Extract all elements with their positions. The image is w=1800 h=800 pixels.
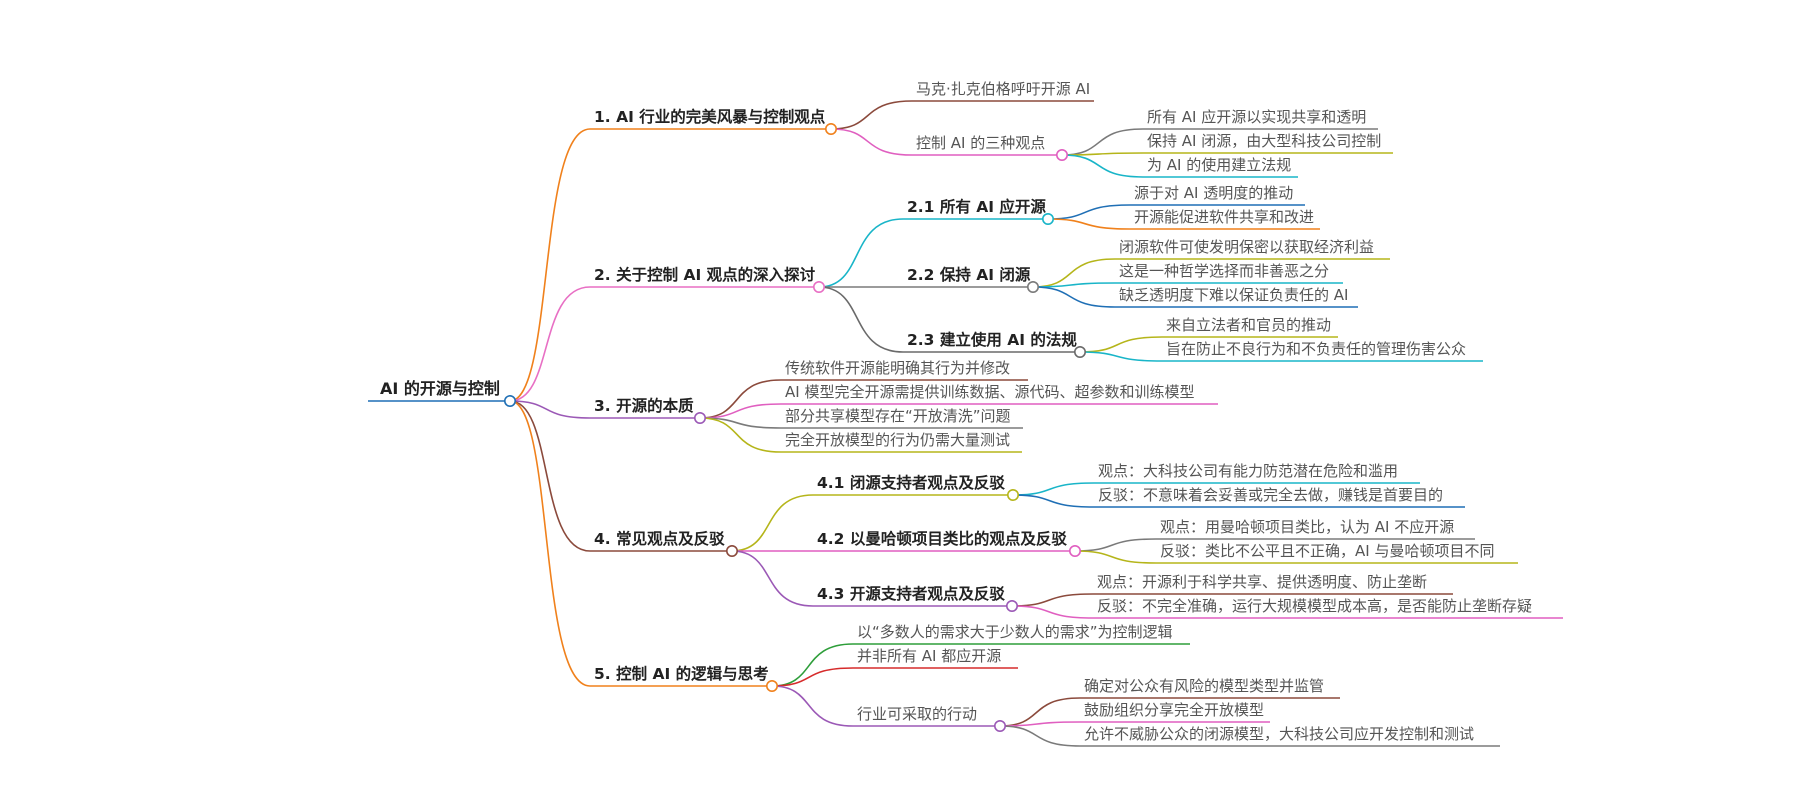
node-label-r-2-1[interactable]: AI 模型完全开源需提供训练数据、源代码、超参数和训练模型: [785, 383, 1194, 401]
node-label-r-3[interactable]: 4. 常见观点及反驳: [594, 529, 725, 548]
edge-r-3: [509, 400, 591, 552]
node-label-r-3-0[interactable]: 4.1 闭源支持者观点及反驳: [817, 473, 1005, 492]
node-label-r-4-0[interactable]: 以“多数人的需求大于少数人的需求”为控制逻辑: [857, 623, 1173, 641]
collapse-toggle-r-4[interactable]: [765, 679, 778, 692]
node-label-r-0-1-1[interactable]: 保持 AI 闭源，由大型科技公司控制: [1147, 132, 1381, 150]
collapse-toggle-r-1-2[interactable]: [1074, 345, 1087, 358]
collapse-toggle-r-3-2[interactable]: [1005, 599, 1018, 612]
node-label-r-3-0-0[interactable]: 观点：大科技公司有能力防范潜在危险和滥用: [1098, 462, 1398, 480]
node-label-r-3-1-0[interactable]: 观点：用曼哈顿项目类比，认为 AI 不应开源: [1160, 518, 1454, 536]
node-label-r-1-1-1[interactable]: 这是一种哲学选择而非善恶之分: [1119, 262, 1329, 280]
edge-r-3-0-0: [1012, 482, 1095, 496]
mind-map-edges: [509, 100, 1163, 747]
edge-r-3-2: [731, 550, 814, 607]
collapse-toggle-r-3-1[interactable]: [1069, 544, 1082, 557]
node-label-r-4-1[interactable]: 并非所有 AI 都应开源: [857, 647, 1001, 665]
node-label-r-3-1[interactable]: 4.2 以曼哈顿项目类比的观点及反驳: [817, 529, 1067, 548]
mind-map-labels: AI 的开源与控制 1. AI 行业的完美风暴与控制观点 马克·扎克伯格呼吁开源 A…: [380, 80, 1532, 743]
node-label-r-0[interactable]: 1. AI 行业的完美风暴与控制观点: [594, 107, 826, 126]
edge-r-3-0-1: [1012, 494, 1095, 508]
collapse-toggle-r-2[interactable]: [693, 411, 706, 424]
edge-r-2-3: [699, 417, 782, 453]
collapse-toggle-r-3-0[interactable]: [1006, 488, 1019, 501]
collapse-toggle-r-0-1[interactable]: [1056, 149, 1069, 162]
collapse-toggle-r-0[interactable]: [824, 123, 837, 136]
collapse-toggle-r-1-0[interactable]: [1042, 213, 1055, 226]
edge-r-3-1-1: [1074, 550, 1157, 564]
edge-r-4-0: [771, 643, 854, 687]
node-label-r-1-1-0[interactable]: 闭源软件可使发明保密以获取经济利益: [1119, 238, 1374, 256]
node-label-r-1-2[interactable]: 2.3 建立使用 AI 的法规: [907, 330, 1077, 349]
edge-r-1: [509, 286, 591, 402]
node-label-r-1-0[interactable]: 2.1 所有 AI 应开源: [907, 197, 1046, 216]
node-label-r-1-0-1[interactable]: 开源能促进软件共享和改进: [1134, 208, 1314, 226]
node-label-r-4[interactable]: 5. 控制 AI 的逻辑与思考: [594, 664, 769, 683]
node-label-r-2[interactable]: 3. 开源的本质: [594, 396, 694, 415]
mind-map-underlines: [368, 100, 1563, 747]
node-label-r-0-1-2[interactable]: 为 AI 的使用建立法规: [1147, 156, 1291, 174]
edge-r-1-2-1: [1079, 351, 1163, 362]
collapse-toggle-r[interactable]: [503, 394, 516, 407]
edge-r-2: [509, 400, 591, 419]
collapse-toggle-r-1[interactable]: [812, 280, 825, 293]
edge-r-2-1: [699, 403, 782, 419]
edge-r-3-2-1: [1011, 605, 1094, 619]
node-label-r-1-1[interactable]: 2.2 保持 AI 闭源: [907, 265, 1031, 284]
edge-r-0-1-0: [1061, 128, 1144, 156]
node-label-r-2-3[interactable]: 完全开放模型的行为仍需大量测试: [785, 431, 1010, 449]
mind-map-nodes: [503, 123, 1087, 732]
edge-r-4-2: [771, 685, 854, 727]
node-label-r-1-2-1[interactable]: 旨在防止不良行为和不负责任的管理伤害公众: [1166, 340, 1466, 358]
node-label-r-1-0-0[interactable]: 源于对 AI 透明度的推动: [1134, 184, 1293, 202]
node-label-r-0-1-0[interactable]: 所有 AI 应开源以实现共享和透明: [1147, 108, 1366, 126]
edge-r-0-1-2: [1061, 154, 1144, 178]
edge-r-4-2-2: [999, 725, 1081, 747]
node-label-r-1-1-2[interactable]: 缺乏透明度下难以保证负责任的 AI: [1119, 286, 1348, 304]
node-label-r-3-2-1[interactable]: 反驳：不完全准确，运行大规模模型成本高，是否能防止垄断存疑: [1097, 597, 1532, 615]
edge-r-4-2-1: [999, 721, 1081, 727]
collapse-toggle-r-1-1[interactable]: [1027, 280, 1040, 293]
edge-r-1-2-0: [1079, 336, 1163, 353]
node-label-r-3-2[interactable]: 4.3 开源支持者观点及反驳: [817, 584, 1005, 603]
node-label-r-1[interactable]: 2. 关于控制 AI 观点的深入探讨: [594, 265, 816, 284]
edge-r-1-2: [818, 286, 904, 353]
edge-r-1-0-0: [1047, 204, 1131, 220]
node-label-r-3-2-0[interactable]: 观点：开源利于科学共享、提供透明度、防止垄断: [1097, 573, 1427, 591]
edge-r-2-0: [699, 379, 782, 419]
edge-r-3-1-0: [1074, 538, 1157, 552]
edge-r-1-1-1: [1032, 282, 1116, 288]
edge-r-0: [509, 128, 591, 402]
edge-r-3-2-0: [1011, 593, 1094, 607]
edge-r-4-1: [771, 667, 854, 687]
node-label-r-0-0[interactable]: 马克·扎克伯格呼吁开源 AI: [916, 80, 1090, 98]
edge-r-4-2-0: [999, 697, 1081, 727]
node-label-r[interactable]: AI 的开源与控制: [380, 379, 500, 398]
edge-r-1-0-1: [1047, 218, 1131, 230]
edge-r-1-1-0: [1032, 258, 1116, 288]
node-label-r-4-2-0[interactable]: 确定对公众有风险的模型类型并监管: [1084, 677, 1324, 695]
node-label-r-3-0-1[interactable]: 反驳：不意味着会妥善或完全去做，赚钱是首要目的: [1098, 486, 1443, 504]
collapse-toggle-r-4-2[interactable]: [993, 719, 1006, 732]
node-label-r-2-2[interactable]: 部分共享模型存在“开放清洗”问题: [785, 407, 1011, 425]
edge-r-0-1: [830, 128, 913, 156]
node-label-r-1-2-0[interactable]: 来自立法者和官员的推动: [1166, 316, 1331, 334]
node-label-r-3-1-1[interactable]: 反驳：类比不公平且不正确，AI 与曼哈顿项目不同: [1160, 542, 1494, 560]
edge-r-0-0: [830, 100, 913, 130]
node-label-r-4-2[interactable]: 行业可采取的行动: [857, 705, 977, 723]
node-label-r-0-1[interactable]: 控制 AI 的三种观点: [916, 134, 1045, 152]
node-label-r-2-0[interactable]: 传统软件开源能明确其行为并修改: [785, 359, 1010, 377]
edge-r-3-0: [731, 494, 814, 552]
edge-r-1-0: [818, 218, 904, 288]
edge-r-1-1-2: [1032, 286, 1116, 308]
node-label-r-4-2-2[interactable]: 允许不威胁公众的闭源模型，大科技公司应开发控制和测试: [1084, 725, 1474, 743]
node-label-r-4-2-1[interactable]: 鼓励组织分享完全开放模型: [1084, 701, 1264, 719]
collapse-toggle-r-3[interactable]: [725, 544, 738, 557]
edge-r-4: [509, 400, 591, 687]
